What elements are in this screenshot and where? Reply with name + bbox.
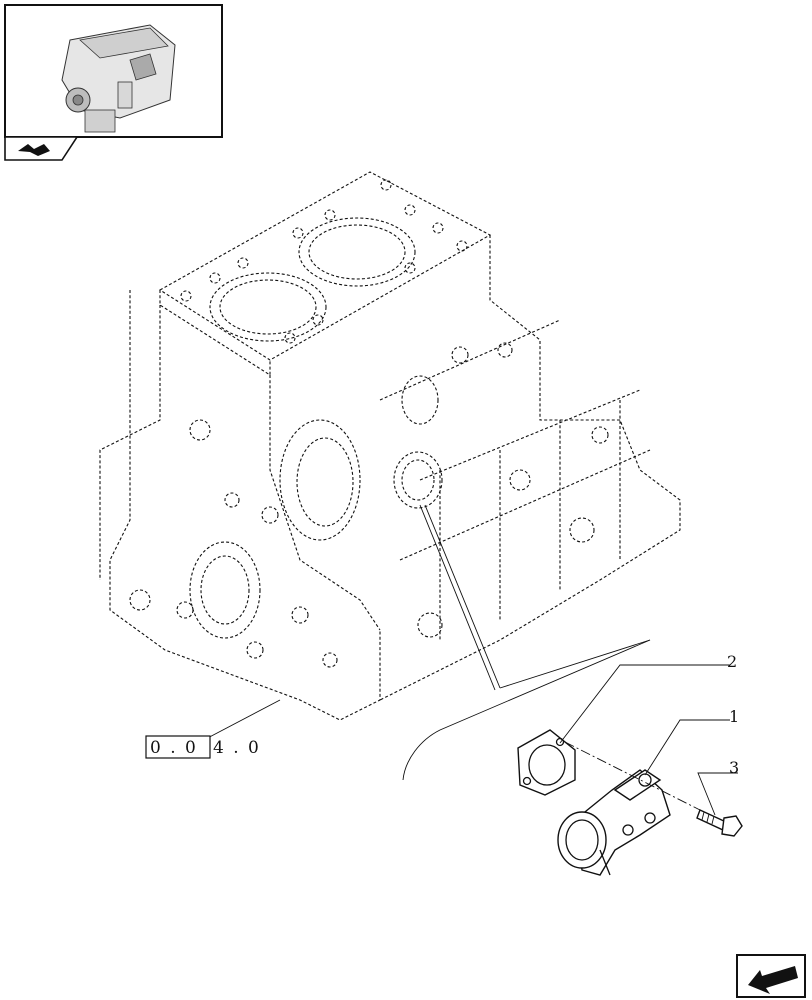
callout-1: 1 xyxy=(644,707,739,776)
next-page-button[interactable] xyxy=(736,954,806,998)
leader-lines xyxy=(199,504,651,781)
section-reference[interactable]: 0 . 0 4 . 0 xyxy=(145,735,261,759)
navigation-tab[interactable] xyxy=(4,136,79,161)
callout-number-1: 1 xyxy=(729,707,739,726)
callout-number-3: 3 xyxy=(729,758,739,777)
back-arrow-icon xyxy=(748,966,798,994)
engine-thumbnail-icon xyxy=(61,24,176,133)
section-reference-boxed: 0 . 0 xyxy=(150,738,198,758)
arrow-icon xyxy=(18,144,50,156)
engine-thumbnail[interactable] xyxy=(4,4,223,138)
callout-3: 3 xyxy=(697,758,739,816)
part-3-bolt[interactable] xyxy=(696,809,743,837)
assembly-axis xyxy=(564,741,701,811)
callout-2: 2 xyxy=(559,652,737,744)
callout-number-2: 2 xyxy=(727,652,737,671)
section-reference-rest: 4 . 0 xyxy=(213,738,261,758)
part-2-gasket[interactable] xyxy=(517,729,576,796)
part-1-housing[interactable] xyxy=(557,769,671,876)
engine-block-outline xyxy=(99,171,681,721)
